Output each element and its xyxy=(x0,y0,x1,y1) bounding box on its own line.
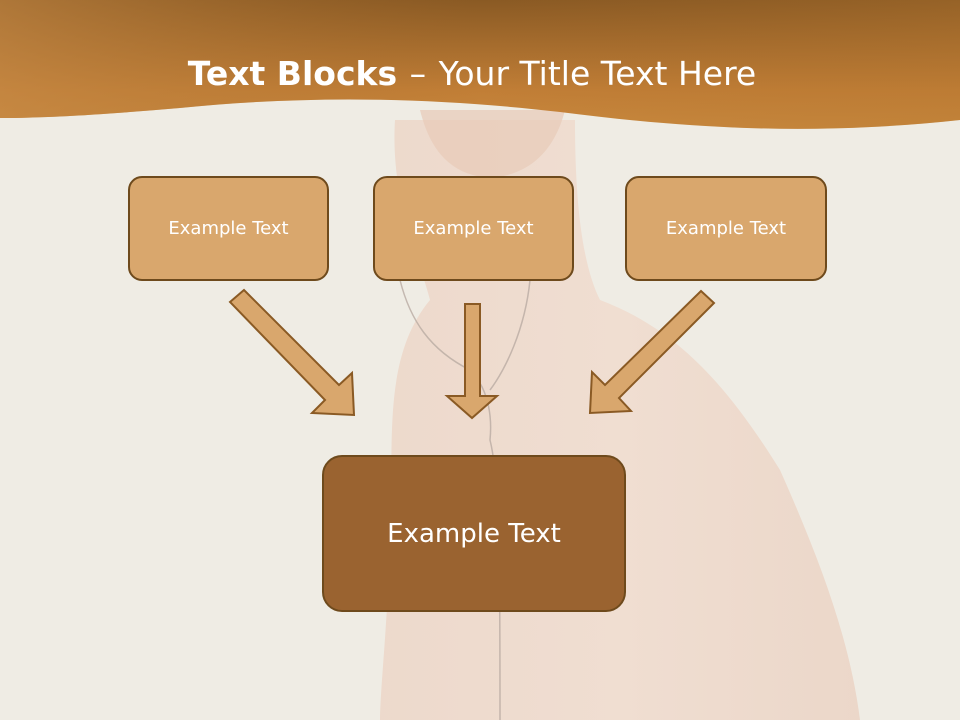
title-dash: – xyxy=(409,54,427,93)
text-block-left-label: Example Text xyxy=(168,218,289,239)
text-block-left[interactable]: Example Text xyxy=(128,176,329,281)
text-block-right[interactable]: Example Text xyxy=(625,176,827,281)
header-band xyxy=(0,0,960,129)
slide-title: Text Blocks – Your Title Text Here xyxy=(0,52,944,96)
text-block-main[interactable]: Example Text xyxy=(322,455,626,612)
text-block-center-label: Example Text xyxy=(413,218,534,239)
text-block-main-label: Example Text xyxy=(387,518,561,549)
title-bold: Text Blocks xyxy=(187,54,398,93)
title-rest: Your Title Text Here xyxy=(438,54,757,93)
text-block-right-label: Example Text xyxy=(665,218,787,239)
text-block-center[interactable]: Example Text xyxy=(373,176,574,281)
